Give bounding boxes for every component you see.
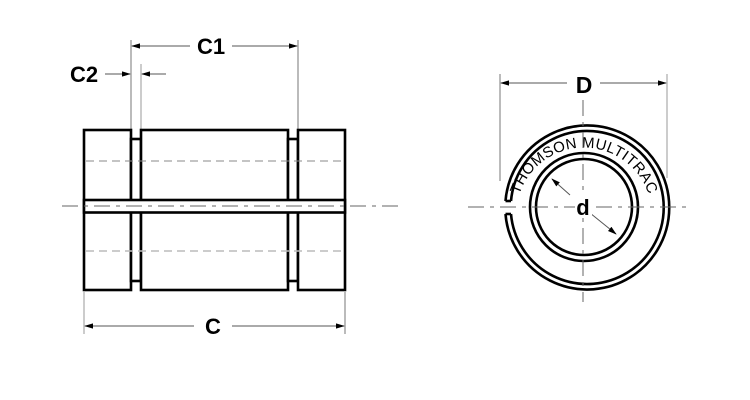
end-view: THOMSON MULTITRAC D d: [468, 70, 689, 302]
d-label-bg: [568, 70, 600, 96]
c-label: C: [205, 314, 221, 339]
c1-label: C1: [197, 34, 225, 59]
d-inner-label-bg: [575, 194, 592, 218]
c2-label: C2: [70, 62, 98, 87]
d-inner-arrow-lower: [589, 212, 617, 235]
d-inner-arrow-upper: [551, 178, 571, 196]
side-view: C1 C2 C: [62, 34, 404, 339]
inner-diameter-label: d: [576, 195, 589, 220]
outer-diameter-label: D: [576, 72, 593, 98]
